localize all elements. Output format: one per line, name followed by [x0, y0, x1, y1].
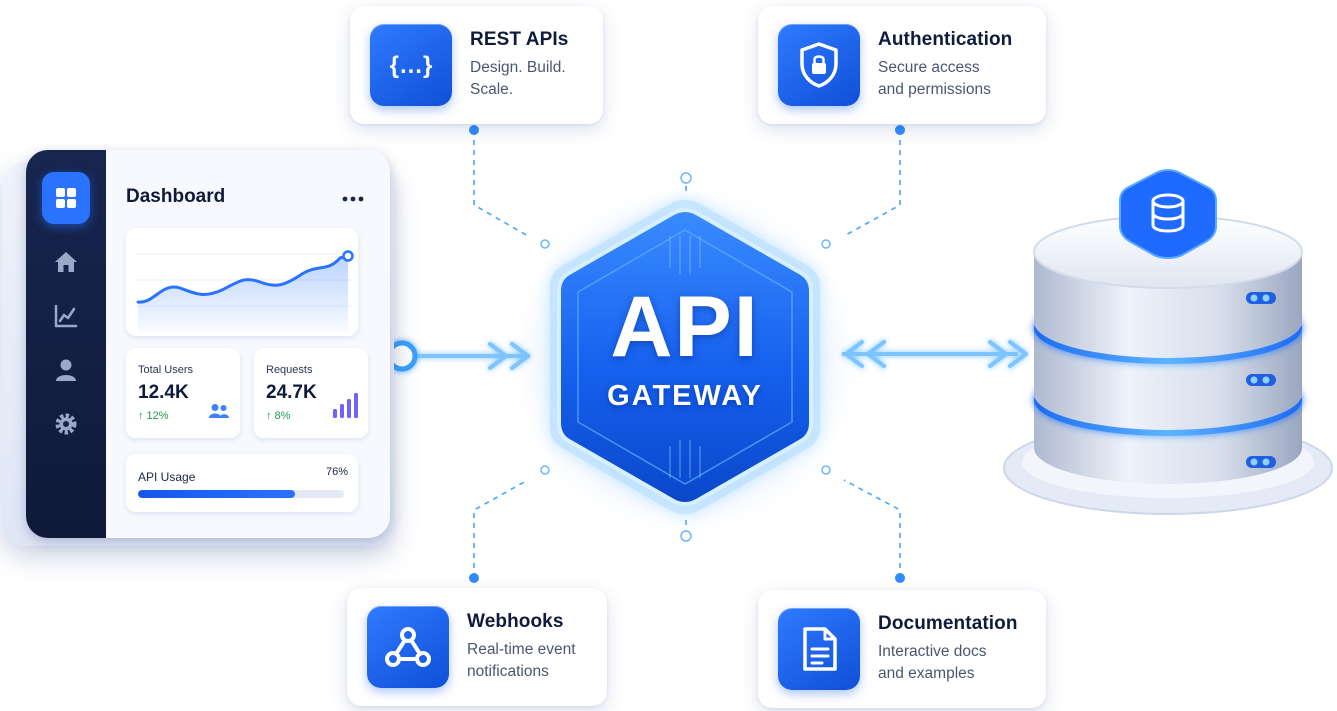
database-cylinder: [1003, 168, 1333, 515]
more-icon[interactable]: [342, 190, 364, 208]
shield-lock-icon: [778, 24, 860, 106]
stat-value: 12.4K: [138, 382, 189, 403]
traffic-chart: [126, 228, 358, 336]
user-icon[interactable]: [42, 354, 90, 386]
gateway-title: API: [610, 279, 760, 375]
grid-icon[interactable]: [42, 172, 90, 224]
api-usage-card: API Usage 76%: [126, 454, 358, 512]
svg-text:{…}: {…}: [390, 52, 433, 79]
stat-card-requests: Requests 24.7K ↑ 8%: [254, 348, 368, 438]
dashboard-panel: Dashboard: [26, 150, 390, 538]
stat-label: Total Users: [138, 364, 194, 376]
usage-percent: 76%: [325, 466, 348, 478]
usage-progress-fill: [138, 490, 295, 498]
feature-title: Webhooks: [467, 611, 564, 632]
braces-icon: {…}: [370, 24, 452, 106]
home-icon[interactable]: [42, 246, 90, 278]
usage-progress-track: [138, 490, 344, 498]
feature-title: Authentication: [878, 29, 1013, 50]
stat-label: Requests: [266, 364, 313, 376]
bar-chart-icon: [332, 391, 358, 424]
feature-card-rest[interactable]: {…} REST APIs Design. Build. Scale.: [350, 6, 603, 124]
feature-description: Design. Build. Scale.: [470, 59, 566, 98]
dashboard-main: Dashboard: [106, 150, 390, 538]
stat-card-total-users: Total Users 12.4K ↑ 12%: [126, 348, 240, 438]
dashboard-sidebar: [26, 150, 106, 538]
usage-label: API Usage: [138, 470, 196, 484]
document-icon: [778, 608, 860, 690]
users-icon: [208, 403, 230, 424]
stat-value: 24.7K: [266, 382, 317, 403]
feature-card-authentication[interactable]: Authentication Secure access and permiss…: [758, 6, 1046, 124]
dashboard-arrow: [386, 340, 530, 372]
gateway-subtitle: GATEWAY: [607, 380, 763, 412]
dashboard-title: Dashboard: [126, 186, 226, 207]
stat-trend: ↑ 12%: [138, 410, 169, 422]
feature-description: Real-time event notifications: [467, 641, 576, 680]
gear-icon[interactable]: [42, 408, 90, 440]
stat-trend: ↑ 8%: [266, 410, 291, 422]
feature-card-documentation[interactable]: Documentation Interactive docs and examp…: [758, 590, 1046, 708]
feature-title: Documentation: [878, 613, 1018, 634]
gateway-hexagon: [550, 200, 820, 514]
webhook-icon: [367, 606, 449, 688]
analytics-icon[interactable]: [42, 300, 90, 332]
feature-description: Interactive docs and examples: [878, 643, 987, 682]
feature-card-webhooks[interactable]: Webhooks Real-time event notifications: [347, 588, 607, 706]
database-icon: [1119, 168, 1217, 260]
connector-auth: [843, 130, 901, 237]
feature-description: Secure access and permissions: [878, 59, 991, 98]
feature-title: REST APIs: [470, 29, 569, 50]
connector-docs: [843, 479, 901, 578]
